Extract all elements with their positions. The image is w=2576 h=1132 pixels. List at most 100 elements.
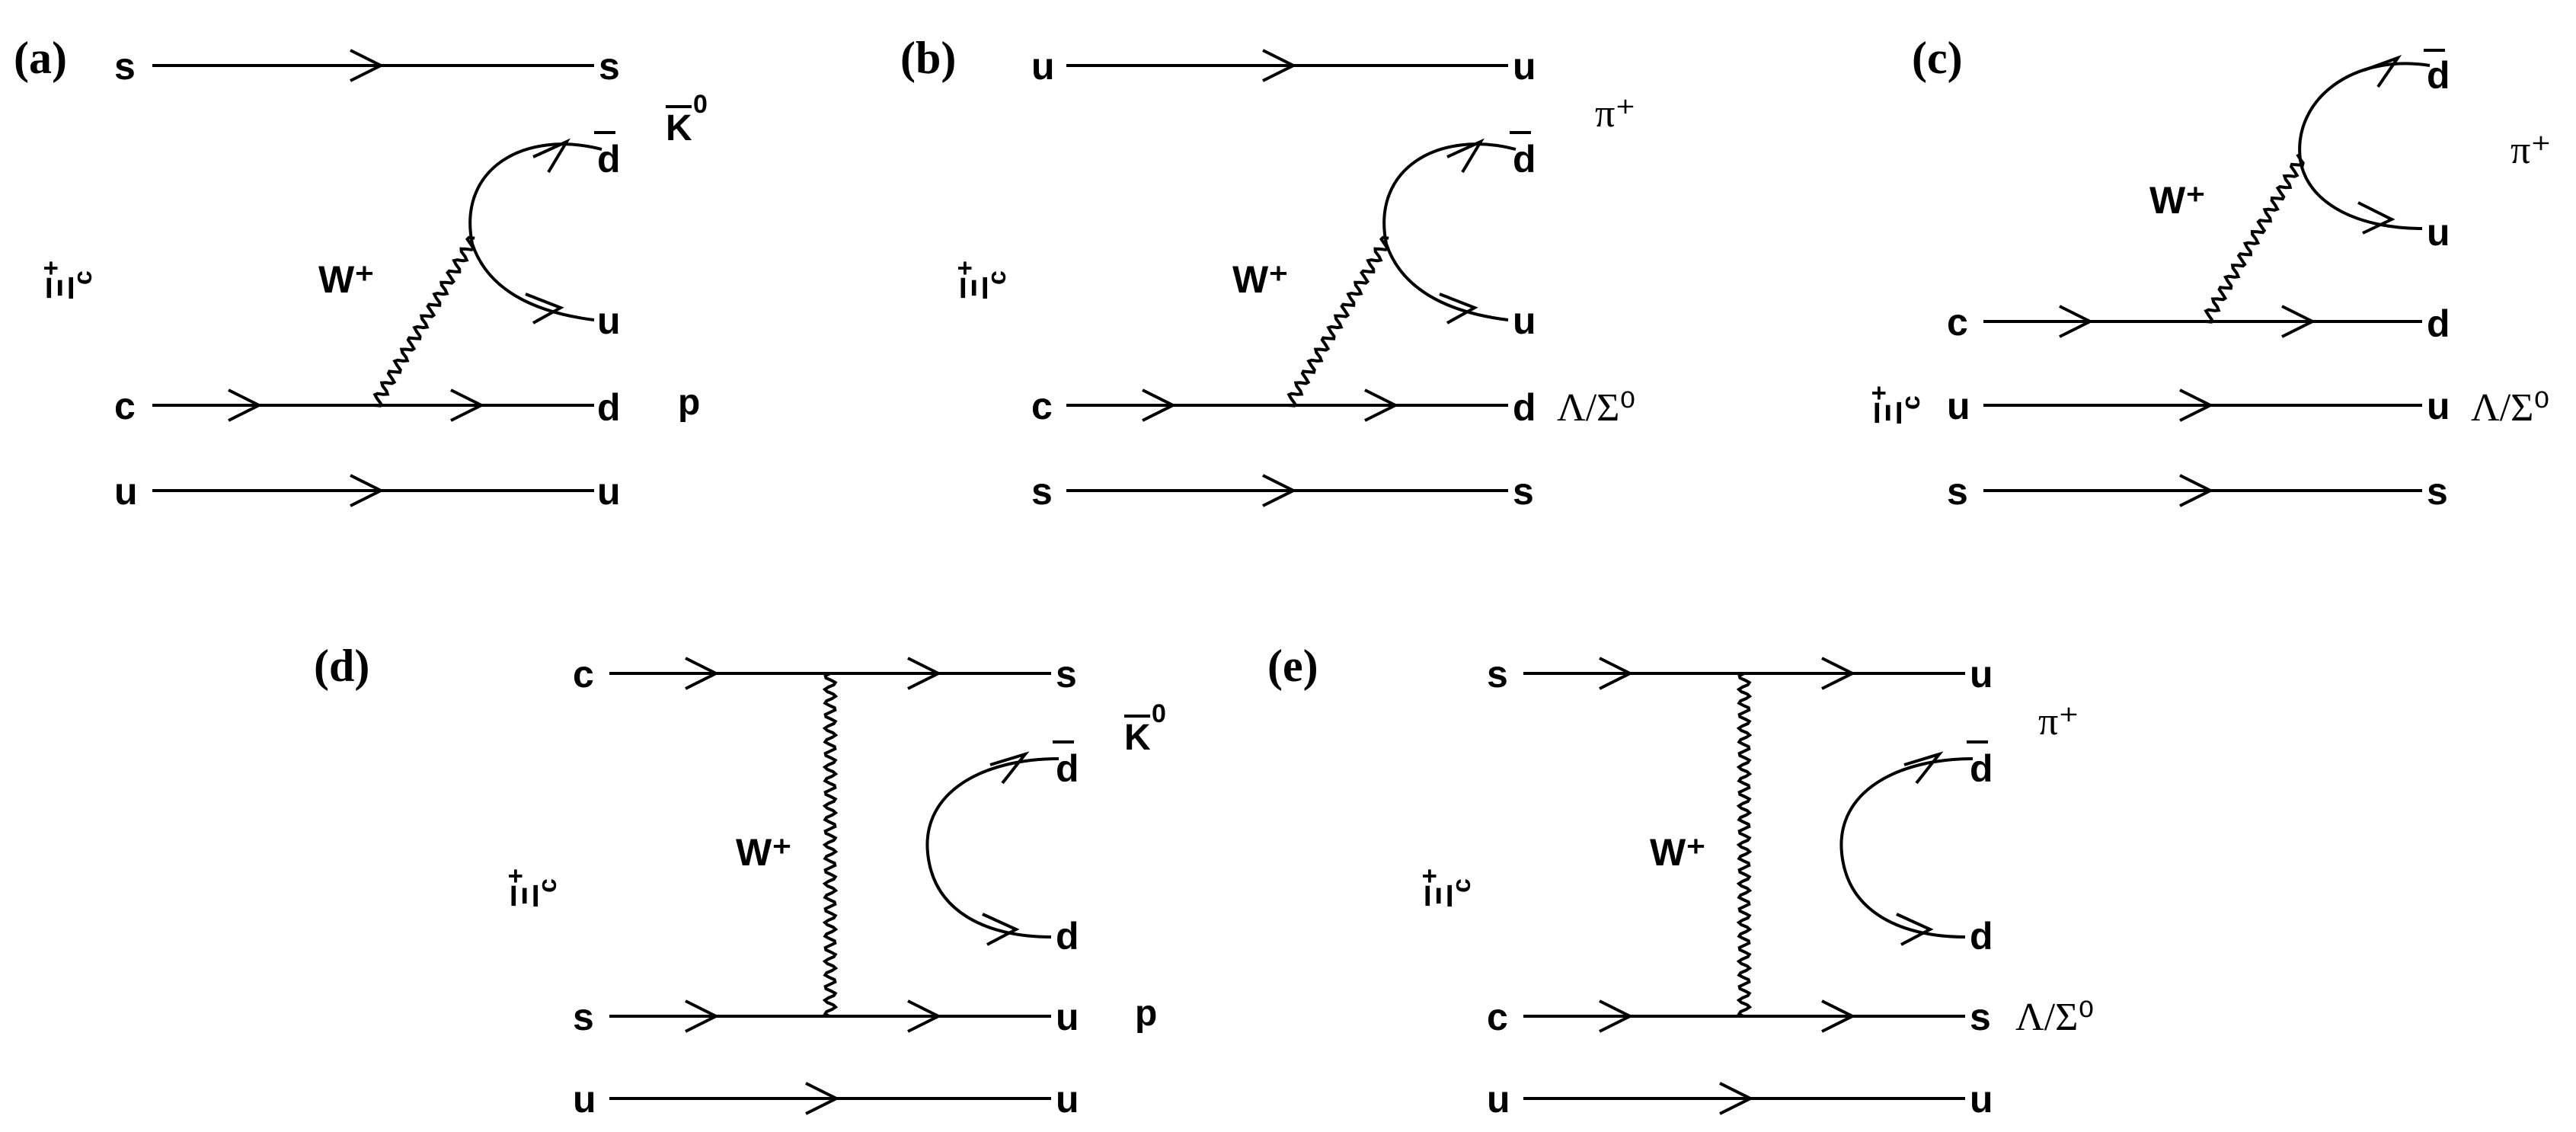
parent-baryon: Ξ+ (1865, 385, 1910, 425)
arrow-icon (1896, 913, 1934, 946)
quark-label: u (1487, 1078, 1510, 1121)
boson-label: W⁺ (1650, 831, 1706, 874)
parent-sub: c (533, 878, 562, 893)
parent-sub: c (69, 270, 97, 285)
quark-label: d (2427, 302, 2450, 345)
panel-label: (c) (1912, 33, 1963, 83)
boson-label: W⁺ (1232, 258, 1289, 301)
arrow-icon (2357, 201, 2395, 235)
arrow-icon (2281, 305, 2316, 338)
quark-pair-loop (2298, 62, 2431, 230)
arrow-icon (907, 999, 942, 1033)
arrow-icon (1599, 999, 1634, 1033)
hadron-label: π⁺ (1595, 92, 1636, 136)
arrow-icon (350, 474, 385, 507)
quark-label: d (1056, 915, 1079, 958)
arrow-icon (2059, 305, 2094, 338)
arrow-icon (2363, 54, 2402, 88)
quark-label: s (1031, 470, 1053, 513)
hadron-label: π⁺ (2510, 129, 2552, 172)
quark-label: u (1947, 385, 1970, 427)
quark-label: u (1056, 1078, 1079, 1121)
hadron-label: π⁺ (2038, 700, 2079, 743)
w-boson-line (1286, 235, 1389, 408)
panel-a: (a) Ξ+ c s s K 0 d u W⁺ c d p (14, 33, 708, 513)
panel-label: (b) (900, 33, 956, 83)
arrow-icon (1262, 49, 1297, 82)
quark-label: u (2427, 211, 2450, 254)
quark-label: s (2427, 470, 2448, 513)
arrow-icon (989, 751, 1030, 785)
panel-b: (b) Ξ+ c u u π⁺ d u W⁺ c d Λ/Σ⁰ s s (900, 33, 1636, 513)
panel-label: (d) (314, 641, 369, 691)
panel-e: (e) Ξ+ c s u π⁺ W⁺ d d c s Λ/Σ⁰ u u (1267, 641, 2094, 1121)
quark-pair-loop (1839, 757, 1974, 939)
w-boson-line (372, 235, 475, 408)
svg-text:0: 0 (1152, 699, 1166, 728)
quark-label: d (1970, 747, 1993, 790)
arrow-icon (525, 293, 564, 325)
parent-baryon: Ξ+ (37, 261, 81, 300)
arrow-icon (907, 657, 942, 690)
boson-label: W⁺ (318, 258, 375, 301)
quark-label: s (114, 45, 136, 88)
arrow-icon (1821, 657, 1856, 690)
arrow-icon (532, 138, 571, 174)
arrow-icon (1719, 1082, 1754, 1115)
arrow-icon (2179, 474, 2214, 507)
quark-label: c (1031, 385, 1053, 427)
boson-label: W⁺ (2149, 179, 2206, 222)
arrow-icon (1142, 389, 1177, 422)
arrow-icon (805, 1082, 840, 1115)
svg-text:K: K (666, 108, 692, 149)
quark-label: u (573, 1078, 596, 1121)
quark-pair-loop (468, 142, 602, 321)
quark-pair-loop (1382, 142, 1517, 321)
panel-d: (d) Ξ+ c c s K 0 W⁺ d d s u p u u (314, 641, 1166, 1121)
quark-label: d (1056, 747, 1079, 790)
quark-label: u (2427, 385, 2450, 427)
quark-label: u (1056, 996, 1079, 1038)
parent-sub: c (983, 270, 1012, 285)
hadron-kbar0: K 0 (1124, 699, 1166, 758)
quark-label: d (1970, 915, 1993, 958)
svg-text:K: K (1124, 718, 1151, 758)
quark-label: u (597, 299, 621, 342)
arrow-icon (685, 657, 720, 690)
svg-text:Ξ+: Ξ+ (37, 261, 81, 300)
arrow-icon (1262, 474, 1297, 507)
panel-label: (a) (14, 33, 67, 83)
quark-label: u (1513, 299, 1536, 342)
quark-label: u (1970, 1078, 1993, 1121)
quark-label: s (1513, 470, 1534, 513)
hadron-label: p (678, 382, 700, 423)
quark-label: u (1970, 653, 1993, 696)
arrow-icon (350, 49, 385, 82)
arrow-icon (1439, 293, 1478, 325)
quark-label: d (597, 386, 621, 429)
quark-label: c (1487, 996, 1508, 1038)
arrow-icon (1599, 657, 1634, 690)
panel-c: (c) Ξ+ c d u π⁺ W⁺ c d u u Λ/Σ⁰ s s (1865, 33, 2552, 513)
arrow-icon (1903, 751, 1944, 785)
parent-sub: c (1447, 878, 1476, 893)
boson-label: W⁺ (736, 831, 792, 874)
quark-label: u (1513, 45, 1536, 88)
w-boson-line (1736, 672, 1753, 1018)
quark-label: s (1487, 653, 1508, 696)
arrow-icon (1446, 138, 1485, 174)
hadron-label: p (1135, 993, 1157, 1034)
quark-label: c (114, 385, 136, 427)
hadron-label: Λ/Σ⁰ (2015, 996, 2094, 1039)
w-boson-line (2204, 153, 2305, 324)
arrow-icon (685, 999, 720, 1033)
parent-baryon: Ξ+ (951, 261, 996, 300)
arrow-icon (450, 389, 485, 422)
quark-label: d (1513, 386, 1536, 429)
quark-label: s (1947, 470, 1968, 513)
arrow-icon (982, 913, 1020, 946)
quark-label: d (597, 138, 621, 181)
svg-text:0: 0 (693, 90, 708, 119)
parent-baryon: Ξ+ (501, 868, 546, 908)
